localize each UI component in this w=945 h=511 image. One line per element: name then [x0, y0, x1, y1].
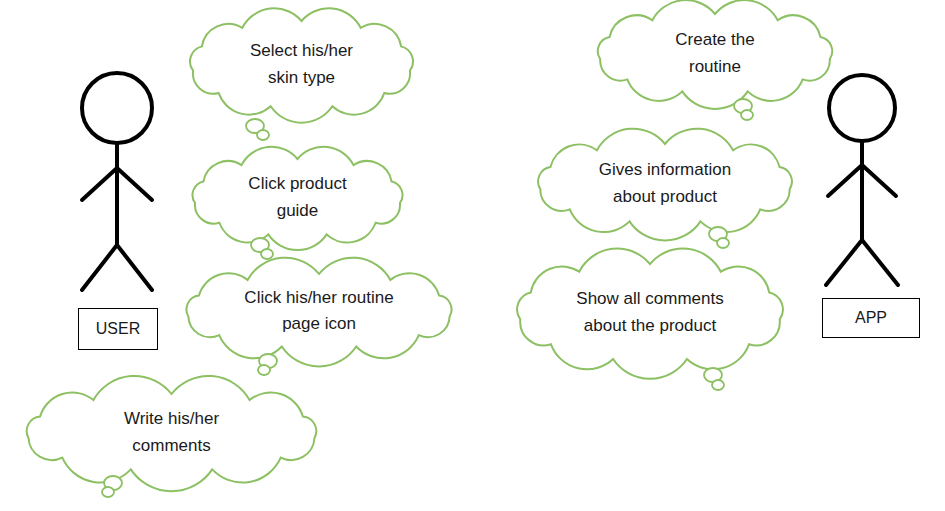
cloud-shape: [27, 376, 317, 491]
node-text-group: Show all comments about the product: [565, 286, 735, 339]
user-stick-figure: [82, 73, 152, 290]
node-text-group: USER: [96, 319, 140, 338]
thought-bubble: [741, 110, 753, 120]
cloud-outline: [530, 135, 800, 232]
cloud-shape: [598, 0, 832, 109]
figure-arm: [82, 168, 117, 200]
node-text: USER: [96, 319, 140, 338]
node-text-group: Gives information about product: [585, 157, 745, 210]
node-text: Click his/her routine page icon: [239, 285, 399, 338]
figure-head: [82, 73, 152, 143]
figure-arm: [862, 165, 896, 196]
node-text: APP: [855, 308, 887, 327]
node-text-group: APP: [855, 308, 887, 327]
thought-bubble: [102, 487, 114, 497]
node-text: Click product guide: [233, 171, 363, 224]
cloud-outline: [183, 12, 420, 117]
node-text: Select his/her skin type: [234, 38, 369, 91]
figure-leg: [117, 245, 152, 290]
thought-cloud: Click product guide: [185, 150, 410, 245]
thought-cloud: Select his/her skin type: [183, 12, 420, 117]
thought-bubble: [712, 380, 724, 390]
thought-bubble: [258, 365, 270, 375]
thought-cloud: Gives information about product: [530, 135, 800, 232]
thought-bubble: [257, 130, 269, 140]
thought-bubble: [717, 238, 729, 248]
cloud-outline: [590, 5, 840, 102]
cloud-outline: [510, 255, 790, 370]
node-text-group: Click his/her routine page icon: [239, 285, 399, 338]
node-text: Create the routine: [658, 27, 773, 80]
thought-bubble: [261, 249, 273, 259]
thought-cloud: Show all comments about the product: [510, 255, 790, 370]
cloud-outline: [18, 385, 325, 480]
node-text-group: Create the routine: [658, 27, 773, 80]
figure-head: [829, 75, 895, 141]
node-text-group: Select his/her skin type: [234, 38, 369, 91]
cloud-shape: [190, 8, 413, 122]
actor-label-box: USER: [78, 308, 158, 350]
cloud-outline: [185, 150, 410, 245]
cloud-shape: [517, 249, 783, 379]
node-text: Write his/her comments: [104, 406, 239, 459]
node-text: Gives information about product: [585, 157, 745, 210]
figure-body: [115, 143, 119, 245]
figure-leg: [826, 240, 862, 285]
figure-arm: [828, 165, 862, 196]
figure-leg: [82, 245, 117, 290]
figure-leg: [862, 240, 898, 285]
node-text: Show all comments about the product: [565, 286, 735, 339]
cloud-shape: [186, 258, 451, 367]
thought-cloud: Click his/her routine page icon: [178, 265, 460, 357]
cloud-shape: [538, 129, 792, 241]
thought-cloud: Write his/her comments: [18, 385, 325, 480]
node-text-group: Click product guide: [233, 171, 363, 224]
app-stick-figure: [826, 75, 898, 285]
actor-label-box: APP: [822, 298, 920, 338]
cloud-shape: [193, 147, 403, 250]
node-text-group: Write his/her comments: [104, 406, 239, 459]
thought-cloud: Create the routine: [590, 5, 840, 102]
cloud-outline: [178, 265, 460, 357]
figure-arm: [117, 168, 152, 200]
figure-body: [860, 141, 864, 240]
